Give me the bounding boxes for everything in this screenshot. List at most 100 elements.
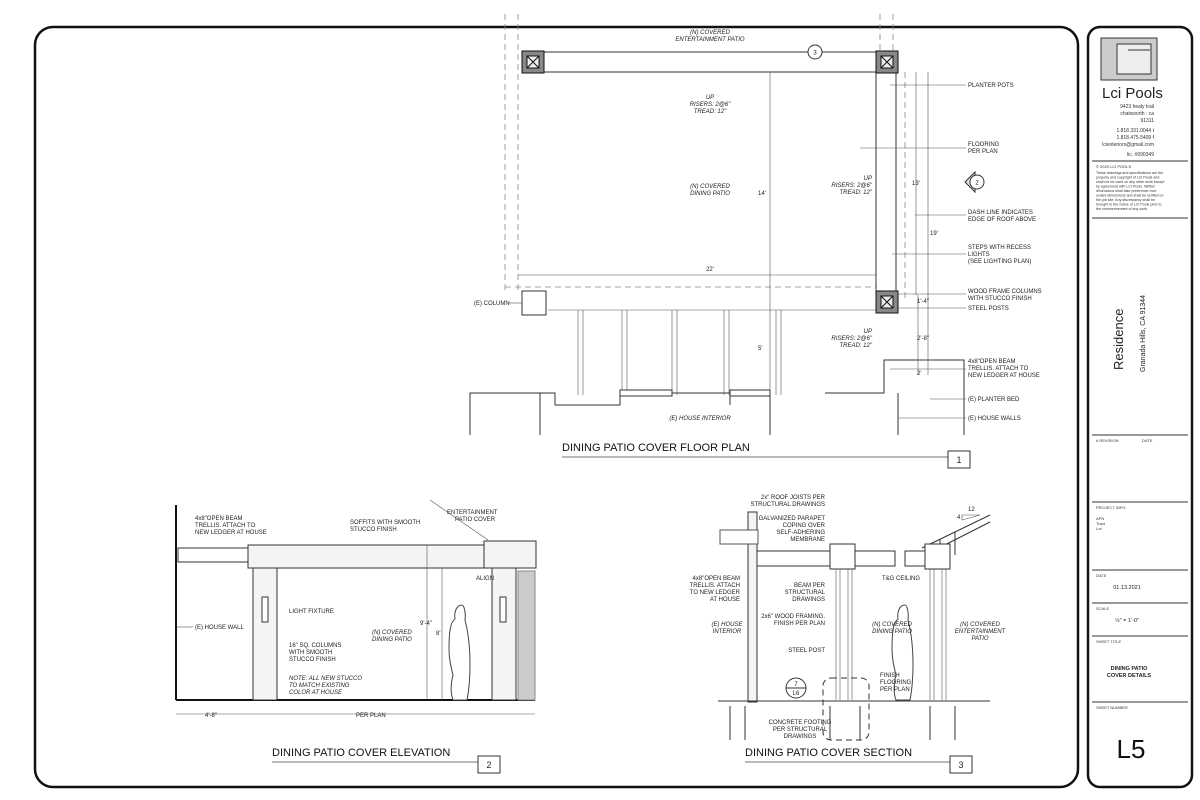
detail-ref-7-l6: 7 L6 (785, 677, 807, 699)
svg-text:7: 7 (794, 682, 798, 688)
svg-text:SHEET TITLE: SHEET TITLE (1096, 639, 1122, 644)
human-silhouette (448, 604, 471, 701)
svg-text:# REVISION: # REVISION (1096, 438, 1119, 443)
svg-text:(E) HOUSE WALL: (E) HOUSE WALL (195, 625, 244, 631)
company-name: Lci Pools (1102, 85, 1163, 102)
section-number: 3 (958, 760, 963, 770)
light-fixture (261, 596, 269, 623)
svg-text:PROJECT INFO:: PROJECT INFO: (1096, 505, 1126, 510)
elevation-number: 2 (486, 760, 491, 770)
svg-text:DATE: DATE (1142, 438, 1153, 443)
svg-text:STEEL POST: STEEL POST (788, 648, 825, 654)
dim-14: 14' (758, 191, 766, 197)
column (875, 50, 899, 74)
svg-text:lic. #990349: lic. #990349 (1127, 152, 1154, 158)
svg-text:STEEL POSTS: STEEL POSTS (968, 306, 1009, 312)
svg-text:ALIGN: ALIGN (476, 576, 494, 582)
dim-19: 19' (930, 231, 938, 237)
dim-5: 5' (758, 346, 762, 352)
human-silhouette (891, 604, 914, 701)
project-name: Residence (1111, 309, 1126, 370)
svg-text:These drawings and specificati: These drawings and specifications are th… (1096, 171, 1164, 211)
column (875, 290, 899, 314)
column (521, 50, 545, 74)
svg-text:2x6" WOOD FRAMING.FINISH PER P: 2x6" WOOD FRAMING.FINISH PER PLAN (761, 614, 825, 627)
svg-text:L6: L6 (793, 691, 800, 697)
svg-text:(E) HOUSE WALLS: (E) HOUSE WALLS (968, 416, 1021, 422)
section-title: DINING PATIO COVER SECTION (745, 747, 912, 759)
dim-13: 13' (912, 181, 920, 187)
svg-text:12: 12 (968, 507, 975, 513)
svg-text:T&G CEILING: T&G CEILING (882, 576, 920, 582)
sheet-number: L5 (1117, 734, 1146, 764)
sheet-date: 01.13.2021 (1113, 585, 1141, 591)
dim-22: 22' (706, 267, 714, 273)
floor-plan-number: 1 (956, 455, 961, 465)
svg-text:4'-8": 4'-8" (205, 713, 217, 719)
svg-text:PLANTER POTS: PLANTER POTS (968, 83, 1014, 89)
svg-text:9'-4": 9'-4" (420, 621, 432, 627)
sheet-border (33, 25, 1080, 789)
svg-text:8': 8' (436, 631, 440, 637)
dim-2-8: 2'-8" (917, 336, 929, 342)
svg-text:LIGHT FIXTURE: LIGHT FIXTURE (289, 609, 334, 615)
svg-text:SCALE: SCALE (1096, 606, 1109, 611)
existing-column (521, 290, 547, 316)
dim-1-4: 1'-4" (917, 299, 929, 305)
svg-text:3: 3 (813, 51, 817, 57)
sheet-scale: ½" = 1'-0" (1115, 617, 1139, 624)
project-location: Granada Hills, CA 91344 (1140, 295, 1147, 372)
svg-text:DATE: DATE (1096, 573, 1107, 578)
svg-text:2: 2 (975, 181, 979, 187)
svg-text:SHEET NUMBER: SHEET NUMBER (1096, 705, 1128, 710)
section-marker-2: 2 (964, 170, 985, 194)
svg-text:© 2020 LCI POOLS: © 2020 LCI POOLS (1096, 164, 1132, 169)
elevation-title: DINING PATIO COVER ELEVATION (272, 747, 450, 759)
section-marker-3: 3 (807, 44, 823, 60)
dim-2: 2' (917, 371, 921, 377)
svg-text:4: 4 (957, 515, 961, 521)
svg-text:(E) PLANTER BED: (E) PLANTER BED (968, 397, 1020, 403)
svg-text:1.818.331.0044 t1.818.475.5409: 1.818.331.0044 t1.818.475.5409 flciexter… (1102, 128, 1154, 148)
e-column-label: (E) COLUMN (474, 301, 510, 307)
floor-plan-title: DINING PATIO COVER FLOOR PLAN (562, 442, 750, 454)
company-logo (1100, 37, 1158, 81)
house-interior-label: (E) HOUSE INTERIOR (669, 416, 731, 422)
